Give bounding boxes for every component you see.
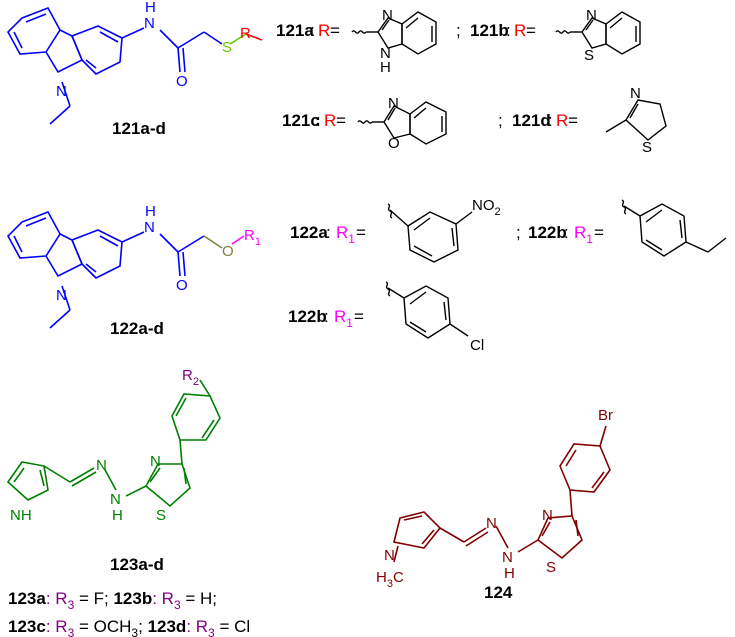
r-symbol: R xyxy=(240,25,251,42)
label-122b: 122b xyxy=(528,223,567,242)
svg-text::: : xyxy=(564,223,569,242)
nitro-group: NO2 xyxy=(472,197,501,218)
r1-symbol: R1 xyxy=(244,227,261,248)
atom-s: S xyxy=(156,507,166,524)
atom-n: N xyxy=(380,45,391,62)
legend-123-line2: 123c: R3 = OCH3; 123d: R3 = Cl xyxy=(8,617,250,637)
svg-text::: : xyxy=(310,21,315,40)
atom-n: N xyxy=(56,287,67,304)
label-121c: 121c xyxy=(282,111,320,130)
svg-text:=: = xyxy=(336,111,346,130)
atom-h: H xyxy=(504,565,515,582)
svg-text::: : xyxy=(548,111,553,130)
atom-n: N xyxy=(382,7,393,24)
label-121b: 121b xyxy=(470,21,509,40)
compound-123-structure xyxy=(6,379,221,508)
atom-n: N xyxy=(144,219,155,236)
svg-text:R1: R1 xyxy=(574,223,593,246)
svg-text:R: R xyxy=(514,21,526,40)
atom-n: N xyxy=(388,95,399,112)
atom-h: H xyxy=(112,507,123,524)
atom-n: N xyxy=(56,83,67,100)
atom-n: N xyxy=(384,547,395,564)
label-122b-chloro: 122b xyxy=(288,307,327,326)
svg-text:=: = xyxy=(526,21,536,40)
svg-text:=: = xyxy=(568,111,578,130)
benzimidazole-substituent xyxy=(351,11,437,55)
svg-text:R1: R1 xyxy=(336,223,355,246)
atom-cl: Cl xyxy=(470,337,484,354)
svg-text:;: ; xyxy=(456,21,461,40)
atom-h: H xyxy=(145,203,156,220)
label-122a: 122a xyxy=(290,223,328,242)
atom-h: H xyxy=(380,59,391,76)
r2-symbol: R2 xyxy=(182,367,199,388)
atom-n: N xyxy=(542,507,553,524)
compound-121-sr xyxy=(229,33,263,45)
atom-o: O xyxy=(388,135,400,152)
svg-text:R: R xyxy=(556,111,568,130)
chlorophenyl-substituent xyxy=(385,281,469,339)
compound-label-124: 124 xyxy=(484,583,513,602)
compound-122-structure xyxy=(7,211,223,329)
svg-text:=: = xyxy=(354,307,364,326)
svg-text::: : xyxy=(326,223,331,242)
atom-s: S xyxy=(584,47,594,64)
svg-text:=: = xyxy=(594,223,604,242)
atom-br: Br xyxy=(598,407,613,424)
svg-text:;: ; xyxy=(498,111,503,130)
svg-text:;: ; xyxy=(516,223,521,242)
atom-o: O xyxy=(176,277,188,294)
bond xyxy=(231,235,245,245)
compound-121-structure xyxy=(7,7,223,125)
atom-s: S xyxy=(546,559,556,576)
svg-text:R: R xyxy=(324,111,336,130)
compound-label-121: 121a-d xyxy=(112,119,166,138)
atom-o: O xyxy=(222,243,234,260)
atom-n: N xyxy=(150,453,161,470)
atom-h: H xyxy=(145,0,156,16)
label-121d: 121d xyxy=(512,111,551,130)
label-121a: 121a xyxy=(276,21,314,40)
atom-n: N xyxy=(586,7,597,24)
atom-n: N xyxy=(502,549,513,566)
atom-n: N xyxy=(96,457,107,474)
svg-text:R: R xyxy=(318,21,330,40)
atom-s: S xyxy=(642,139,652,156)
thiazoline-substituent xyxy=(605,99,667,141)
atom-o: O xyxy=(176,73,188,90)
compound-124-structure xyxy=(393,425,611,563)
svg-text:R1: R1 xyxy=(334,307,353,330)
ethylphenyl-substituent xyxy=(621,199,727,257)
svg-text::: : xyxy=(316,111,321,130)
svg-text::: : xyxy=(324,307,329,326)
atom-n: N xyxy=(110,491,121,508)
atom-n: N xyxy=(486,515,497,532)
legend-123-line1: 123a: R3 = F; 123b: R3 = H; xyxy=(8,589,217,612)
atom-s: S xyxy=(222,39,232,56)
svg-text:=: = xyxy=(356,223,366,242)
nitrophenyl-substituent xyxy=(387,203,473,263)
compound-label-122: 122a-d xyxy=(110,319,164,338)
svg-text:=: = xyxy=(330,21,340,40)
atom-n: N xyxy=(144,15,155,32)
benzothiazole-substituent xyxy=(555,11,641,55)
benzoxazole-substituent xyxy=(357,101,447,145)
svg-text::: : xyxy=(506,21,511,40)
atom-n: N xyxy=(630,85,641,102)
compound-label-123: 123a-d xyxy=(110,555,164,574)
atom-nh: NH xyxy=(10,507,32,524)
methyl-group: H3C xyxy=(376,569,404,590)
